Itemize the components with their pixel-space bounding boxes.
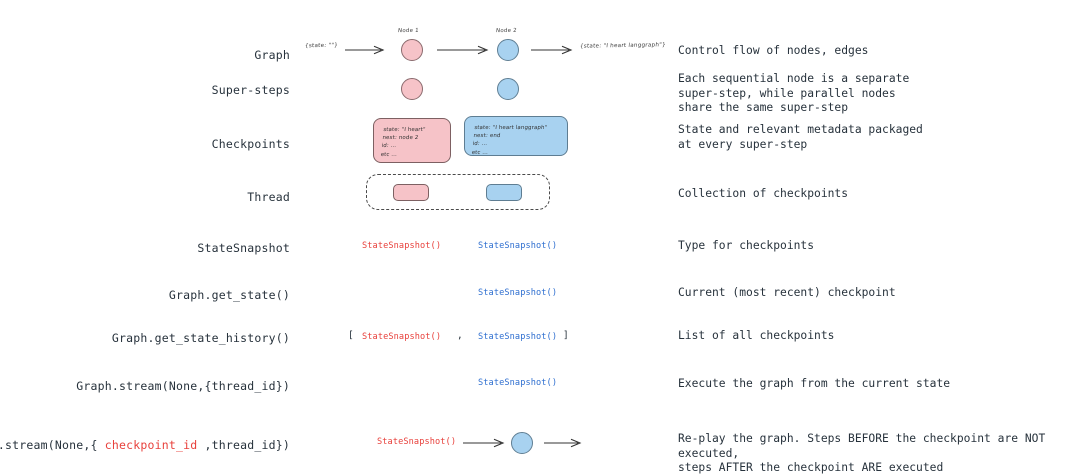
row-label-get-state: Graph.get_state() (168, 288, 290, 302)
row-label-stream-checkpoint-suffix: ,thread_id}) (197, 438, 290, 452)
graph-input-state-text: {state: ""} (304, 42, 339, 50)
statesnapshot-blue-1: StateSnapshot() (478, 241, 558, 251)
node2-title: Node 2 (495, 27, 518, 35)
row-desc-checkpoints: State and relevant metadata packaged at … (678, 123, 923, 151)
row-label-stream-checkpoint: Graph.stream(None,{ checkpoint_id ,threa… (0, 438, 290, 452)
row-label-graph: Graph (254, 48, 290, 62)
statesnapshot-red-2: StateSnapshot() (362, 332, 442, 342)
list-comma: , (457, 330, 463, 341)
list-open-bracket: [ (348, 330, 354, 341)
list-close-bracket: ] (563, 330, 569, 341)
node1-circle (401, 39, 423, 61)
row-label-stream-checkpoint-prefix: Graph.stream(None,{ (0, 438, 98, 452)
row-label-stream-thread: Graph.stream(None,{thread_id}) (76, 379, 290, 393)
arrow-node1-to-node2 (437, 44, 493, 55)
arrow-node2-to-output (531, 44, 577, 55)
row-desc-stream-thread: Execute the graph from the current state (678, 377, 951, 390)
row-label-checkpoints: Checkpoints (211, 137, 290, 151)
arrow-input-to-node1 (345, 44, 389, 55)
row-desc-get-state: Current (most recent) checkpoint (678, 286, 896, 299)
arrow-replay-to-node (463, 437, 509, 448)
statesnapshot-blue-2: StateSnapshot() (478, 288, 558, 298)
row-desc-stream-checkpoint: Re-play the graph. Steps BEFORE the chec… (678, 432, 1046, 474)
statesnapshot-blue-4: StateSnapshot() (478, 378, 558, 388)
checkpoint-box-pink-text: state: "I heart" next: node 2 id: ... et… (380, 127, 426, 158)
statesnapshot-red-3: StateSnapshot() (377, 437, 457, 447)
row-label-statesnapshot: StateSnapshot (197, 241, 290, 255)
row-desc-super-steps: Each sequential node is a separate super… (678, 72, 910, 114)
thread-checkpoint-chip-blue (486, 184, 522, 201)
super-step-node1-circle (401, 78, 423, 100)
checkpoint-box-blue: state: "I heart langgraph" next: end id:… (464, 116, 568, 156)
thread-checkpoint-chip-pink (393, 184, 429, 201)
row-desc-graph: Control flow of nodes, edges (678, 44, 869, 57)
row-desc-statesnapshot: Type for checkpoints (678, 239, 815, 252)
statesnapshot-red-1: StateSnapshot() (362, 241, 442, 251)
thread-dashed-container (366, 174, 550, 210)
row-label-stream-checkpoint-accent: checkpoint_id (104, 438, 198, 452)
checkpoint-box-pink: state: "I heart" next: node 2 id: ... et… (373, 118, 451, 163)
node2-circle (497, 39, 519, 61)
row-label-super-steps: Super-steps (211, 83, 290, 97)
super-step-node2-circle (497, 78, 519, 100)
replay-node-circle (511, 432, 533, 454)
row-desc-thread: Collection of checkpoints (678, 187, 849, 200)
statesnapshot-blue-3: StateSnapshot() (478, 332, 558, 342)
node1-title: Node 1 (397, 27, 420, 35)
arrow-replay-node-out (544, 437, 588, 448)
checkpoint-box-blue-text: state: "I heart langgraph" next: end id:… (471, 125, 548, 156)
row-label-get-state-history: Graph.get_state_history() (111, 331, 290, 345)
row-desc-get-state-history: List of all checkpoints (678, 329, 835, 342)
row-label-thread: Thread (247, 190, 290, 204)
graph-output-state-text: {state: "I heart langgraph"} (579, 42, 667, 50)
